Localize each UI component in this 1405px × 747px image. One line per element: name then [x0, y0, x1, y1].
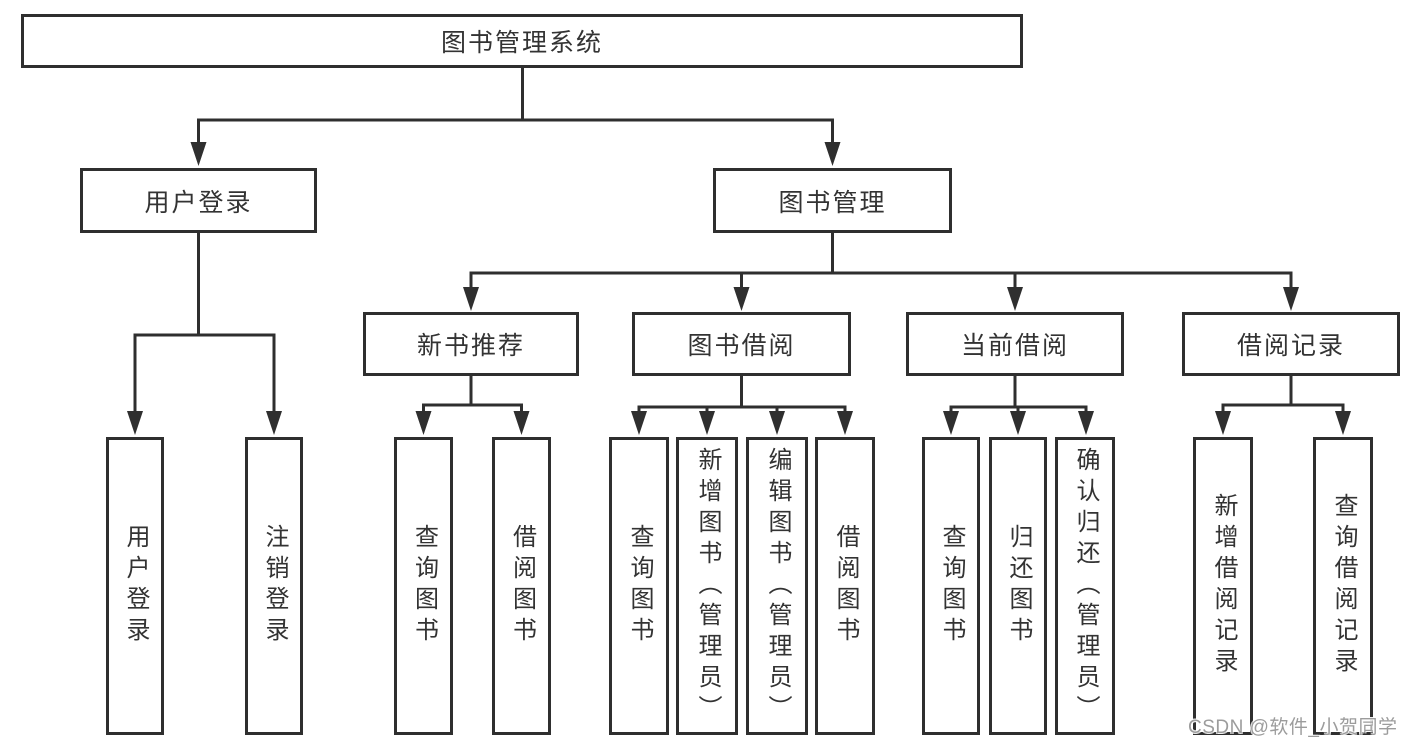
node-new-book-recommend-label: 新书推荐: [416, 332, 525, 360]
node-book-management: 图书管理: [713, 168, 952, 233]
connector-current-borrow: [949, 374, 1088, 417]
arrowheads: [127, 142, 1351, 435]
watermark: CSDN @软件_小贺同学: [1188, 717, 1398, 738]
connector-new-book-recommend: [422, 374, 523, 417]
leaf-query-books-recommend-label: 查询图书: [410, 524, 438, 648]
leaf-logout-login: 注销登录: [245, 437, 303, 735]
node-current-borrow-label: 当前借阅: [960, 332, 1069, 360]
node-user-login: 用户登录: [80, 168, 317, 233]
leaf-query-borrow-record-label: 查询借阅记录: [1330, 493, 1357, 679]
leaf-add-borrow-record-label: 新增借阅记录: [1210, 493, 1237, 679]
leaf-edit-book-admin: 编辑图书（管理员）: [746, 437, 808, 735]
connector-user-login: [133, 231, 276, 417]
connector-root: [197, 65, 834, 148]
node-current-borrow: 当前借阅: [906, 312, 1124, 376]
leaf-logout-login-label: 注销登录: [261, 524, 288, 648]
node-borrow-record-label: 借阅记录: [1236, 332, 1345, 360]
leaf-edit-book-admin-label: 编辑图书（管理员）: [764, 446, 791, 726]
node-user-login-label: 用户登录: [144, 188, 253, 217]
leaf-query-books-current: 查询图书: [922, 437, 980, 735]
leaf-query-books-borrow-label: 查询图书: [626, 524, 653, 648]
leaf-user-login: 用户登录: [106, 437, 164, 735]
connector-book-borrow: [637, 374, 847, 417]
leaf-return-books: 归还图书: [989, 437, 1047, 735]
leaf-borrow-books-borrow: 借阅图书: [815, 437, 875, 735]
node-new-book-recommend: 新书推荐: [363, 312, 579, 376]
leaf-add-book-admin-label: 新增图书（管理员）: [694, 446, 721, 726]
node-book-borrow: 图书借阅: [632, 312, 851, 376]
leaf-query-books-current-label: 查询图书: [938, 524, 965, 648]
connector-borrow-record: [1221, 374, 1345, 417]
node-borrow-record: 借阅记录: [1182, 312, 1400, 376]
node-book-borrow-label: 图书借阅: [687, 332, 796, 360]
leaf-user-login-label: 用户登录: [122, 524, 149, 648]
leaf-confirm-return-admin: 确认归还（管理员）: [1055, 437, 1115, 735]
leaf-query-books-recommend: 查询图书: [394, 437, 453, 735]
leaf-query-borrow-record: 查询借阅记录: [1313, 437, 1373, 735]
node-book-management-label: 图书管理: [778, 188, 887, 217]
leaf-return-books-label: 归还图书: [1005, 524, 1032, 648]
leaf-query-books-borrow: 查询图书: [609, 437, 669, 735]
connector-book-management: [469, 231, 1293, 294]
leaf-add-borrow-record: 新增借阅记录: [1193, 437, 1253, 735]
leaf-borrow-books-recommend-label: 借阅图书: [508, 524, 536, 648]
leaf-confirm-return-admin-label: 确认归还（管理员）: [1072, 446, 1099, 726]
node-library-management-system-label: 图书管理系统: [440, 29, 603, 57]
leaf-borrow-books-borrow-label: 借阅图书: [832, 524, 859, 648]
leaf-borrow-books-recommend: 借阅图书: [492, 437, 551, 735]
node-library-management-system: 图书管理系统: [21, 14, 1023, 68]
leaf-add-book-admin: 新增图书（管理员）: [676, 437, 738, 735]
